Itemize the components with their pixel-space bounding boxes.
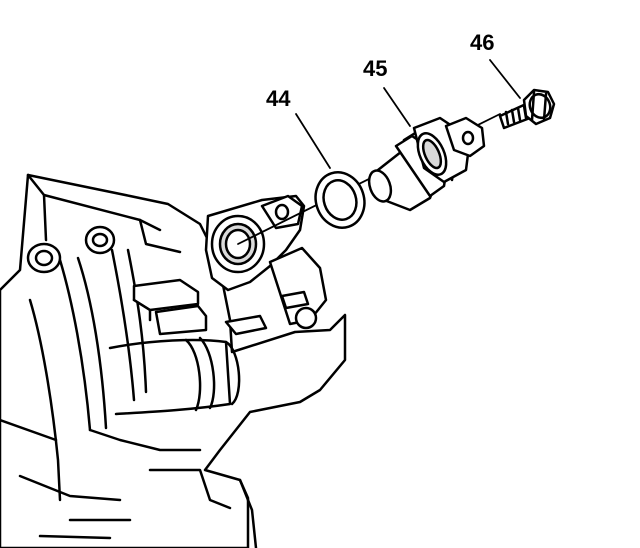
- callout-45: 45: [363, 56, 388, 81]
- leader-line-44: [295, 113, 331, 169]
- callout-44: 44: [266, 86, 291, 111]
- callout-46: 46: [470, 30, 495, 55]
- transmission-housing: [0, 173, 347, 548]
- o-ring-seal: [314, 171, 366, 229]
- leader-line-46: [489, 59, 521, 99]
- speed-sensor: [367, 116, 486, 212]
- retaining-bolt: [498, 88, 556, 130]
- leader-line-45: [383, 87, 411, 127]
